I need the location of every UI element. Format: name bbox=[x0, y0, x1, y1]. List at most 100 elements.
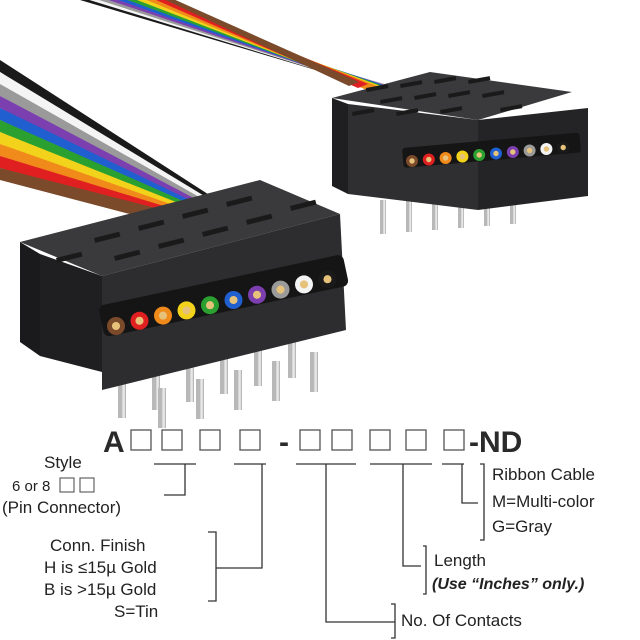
wire-end-core bbox=[158, 311, 168, 320]
label-ribbon-title: Ribbon Cable bbox=[492, 465, 595, 484]
part-number-box bbox=[331, 429, 353, 451]
connector-pin bbox=[380, 200, 386, 234]
label-ribbon-cable: Ribbon Cable M=Multi-color G=Gray bbox=[492, 465, 595, 536]
connector-pin bbox=[196, 379, 204, 419]
connector-pin bbox=[458, 194, 464, 228]
label-contacts-title: No. Of Contacts bbox=[401, 611, 522, 630]
connector-pin-highlight bbox=[314, 352, 317, 392]
connector-pin-highlight bbox=[238, 370, 241, 410]
connector-pin-highlight bbox=[292, 332, 295, 378]
connector-pin bbox=[272, 361, 280, 401]
label-contacts: No. Of Contacts bbox=[401, 611, 522, 630]
part-number-suffix: -ND bbox=[469, 426, 522, 459]
connector-pin-highlight bbox=[258, 340, 261, 386]
wire-end-core bbox=[476, 152, 482, 158]
label-style-option: 6 or 8 bbox=[12, 478, 50, 495]
connector-pin-highlight bbox=[461, 194, 464, 228]
connector-pin-highlight bbox=[435, 196, 438, 230]
wire-end-core bbox=[560, 144, 566, 151]
connector-pin-highlight bbox=[162, 388, 165, 428]
leader-lines bbox=[164, 463, 485, 639]
wire-end-core bbox=[299, 280, 309, 289]
connector-right bbox=[332, 72, 588, 234]
connector-pin-highlight bbox=[122, 372, 125, 418]
connector-pin bbox=[118, 372, 126, 418]
connector-left-pins bbox=[118, 332, 318, 428]
wire-end-core bbox=[276, 285, 285, 294]
connector-pin-highlight bbox=[276, 361, 279, 401]
connector-pin-highlight bbox=[513, 190, 516, 224]
part-number-box bbox=[199, 429, 221, 451]
connector-pin bbox=[254, 340, 262, 386]
connector-pin-highlight bbox=[224, 348, 227, 394]
wire-end-core bbox=[442, 155, 449, 161]
ribbon-cable-upper bbox=[80, 0, 440, 104]
part-number-boxes-group2 bbox=[299, 429, 465, 451]
connector-pin-highlight bbox=[190, 356, 193, 402]
style-box bbox=[79, 477, 95, 493]
style-box bbox=[59, 477, 75, 493]
wire-end-core bbox=[409, 158, 415, 164]
connector-pin bbox=[288, 332, 296, 378]
connector-pin bbox=[234, 370, 242, 410]
label-finish-b: B is >15µ Gold bbox=[44, 580, 156, 599]
wire-end-core bbox=[205, 301, 215, 310]
part-number-box bbox=[239, 429, 261, 451]
part-number-box bbox=[369, 429, 391, 451]
connector-pin bbox=[152, 364, 160, 410]
label-length-note: (Use “Inches” only.) bbox=[432, 576, 584, 593]
label-finish-s: S=Tin bbox=[114, 602, 158, 621]
connector-left bbox=[20, 180, 349, 428]
connector-pin-highlight bbox=[156, 364, 159, 410]
part-number-box bbox=[299, 429, 321, 451]
connector-pin bbox=[510, 190, 516, 224]
part-number-boxes-group1 bbox=[130, 429, 261, 451]
connector-pin-highlight bbox=[200, 379, 203, 419]
part-number-box bbox=[443, 429, 465, 451]
connector-pin-highlight bbox=[487, 192, 490, 226]
connector-pin-highlight bbox=[409, 198, 412, 232]
part-number-box bbox=[405, 429, 427, 451]
label-length: Length (Use “Inches” only.) bbox=[432, 551, 584, 593]
wire-end-core bbox=[135, 316, 144, 325]
wire-end-core bbox=[426, 156, 432, 163]
label-style-title: Style bbox=[44, 453, 82, 472]
label-style-pin-connector: (Pin Connector) bbox=[2, 498, 121, 517]
label-length-title: Length bbox=[434, 551, 486, 570]
part-number-prefix: A bbox=[103, 426, 125, 459]
label-finish-title: Conn. Finish bbox=[50, 536, 145, 555]
connector-pin bbox=[432, 196, 438, 230]
part-number-box bbox=[130, 429, 152, 451]
connector-pin bbox=[158, 388, 166, 428]
part-number-dash: - bbox=[279, 426, 289, 459]
connector-pin bbox=[186, 356, 194, 402]
connector-pin bbox=[406, 198, 412, 232]
connector-pin bbox=[220, 348, 228, 394]
label-style: Style 6 or 8 (Pin Connector) bbox=[2, 453, 121, 517]
wire-end-core bbox=[510, 149, 516, 155]
label-conn-finish: Conn. Finish H is ≤15µ Gold B is >15µ Go… bbox=[44, 536, 158, 621]
wire-end-core bbox=[526, 147, 533, 154]
connector-right-wire-ends bbox=[406, 141, 570, 167]
wire-end-core bbox=[543, 146, 550, 152]
ribbon-wire bbox=[165, 0, 359, 86]
wire-end-core bbox=[252, 290, 262, 299]
part-number-box bbox=[161, 429, 183, 451]
connector-pin-highlight bbox=[383, 200, 386, 234]
connector-right-pins bbox=[380, 190, 516, 234]
wire-end-core bbox=[323, 275, 332, 284]
part-number: A - -ND bbox=[103, 426, 522, 465]
connector-pin bbox=[484, 192, 490, 226]
label-ribbon-multi: M=Multi-color bbox=[492, 492, 595, 511]
connector-pin bbox=[310, 352, 318, 392]
ribbon-cable-left bbox=[0, 60, 214, 228]
ribbon-cable bbox=[0, 0, 440, 228]
connector-left-wire-ends bbox=[107, 270, 337, 335]
wire-end-core bbox=[493, 150, 499, 157]
wire-end-core bbox=[182, 306, 191, 315]
wire-end-core bbox=[111, 321, 121, 331]
wire-end-core bbox=[459, 153, 466, 160]
label-ribbon-gray: G=Gray bbox=[492, 517, 552, 536]
label-finish-h: H is ≤15µ Gold bbox=[44, 558, 157, 577]
